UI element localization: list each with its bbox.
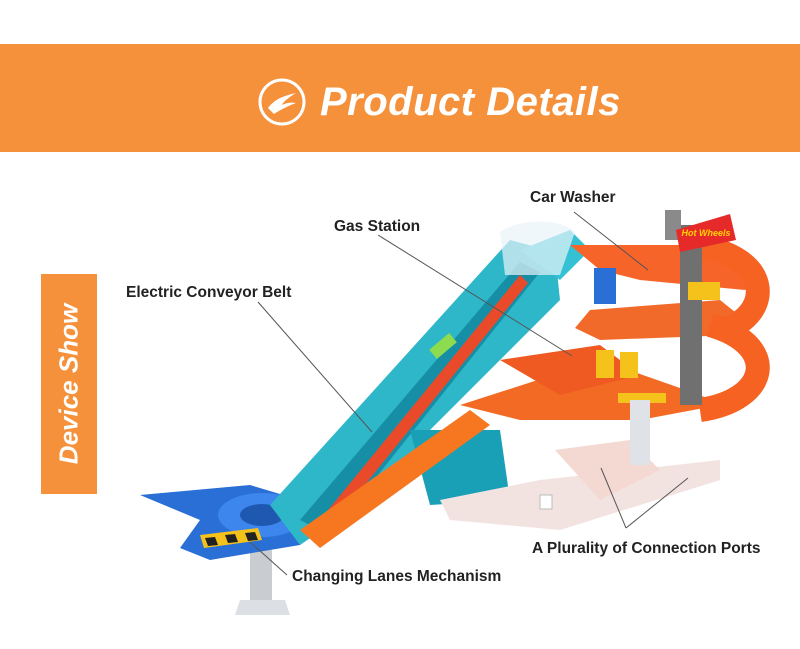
hot-wheels-flame-icon — [258, 78, 306, 126]
device-show-tab — [41, 274, 97, 494]
callout-car-washer: Car Washer — [530, 189, 616, 206]
callout-connection-ports: A Plurality of Connection Ports — [532, 540, 761, 557]
orange-track — [300, 233, 770, 548]
car-washer: Hot Wheels — [500, 210, 736, 405]
page-title: Product Details — [320, 80, 621, 124]
callout-lines — [249, 211, 689, 576]
brand-sign-text: Hot Wheels — [681, 228, 730, 238]
header-banner — [0, 44, 800, 152]
callout-conveyor: Electric Conveyor Belt — [126, 284, 292, 301]
gas-station — [594, 268, 638, 378]
callout-changing-lanes: Changing Lanes Mechanism — [292, 568, 502, 585]
connection-ports — [440, 400, 720, 530]
left-support-pillar — [235, 545, 290, 615]
callout-gas-station: Gas Station — [334, 218, 421, 235]
